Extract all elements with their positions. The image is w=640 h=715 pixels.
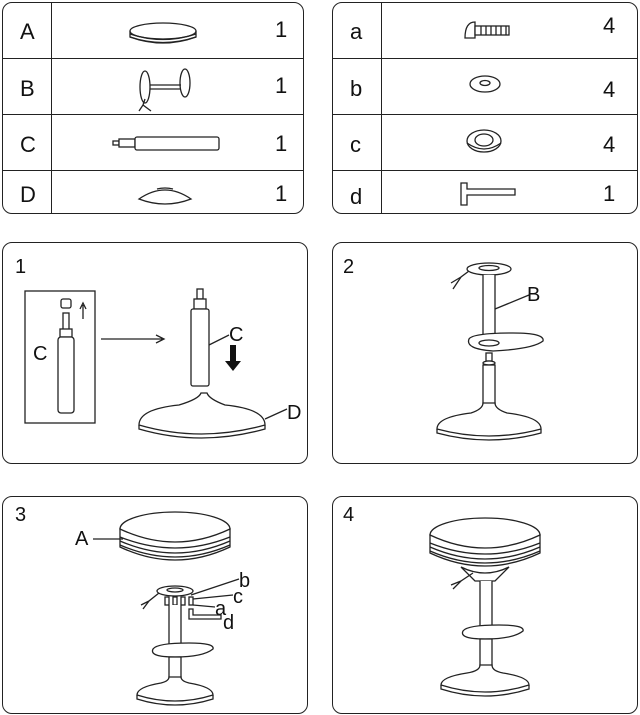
hardware-quantity: 4	[603, 77, 616, 102]
hardware-row-d: d 1	[333, 170, 637, 216]
right-arrow-icon	[101, 334, 166, 344]
gas-cylinder-icon	[112, 136, 220, 151]
bolt-icon	[464, 21, 510, 39]
inset-frame	[24, 290, 96, 424]
hardware-quantity: 4	[603, 132, 616, 157]
flat-washer-leader	[190, 578, 240, 596]
step-2-panel: 2 B	[332, 242, 638, 464]
step-3-illustration: A b c a d	[75, 511, 250, 706]
base-leader	[264, 408, 288, 420]
part-letter: C	[20, 132, 36, 157]
hardware-letter: a	[350, 19, 363, 44]
plate-leader	[494, 294, 530, 310]
spring-washer-icon	[466, 129, 502, 153]
inset-cylinder-callout: C	[33, 343, 47, 365]
parts-row-c: C 1	[3, 114, 303, 171]
parts-row-b: B 1	[3, 58, 303, 115]
up-arrow-icon	[79, 301, 87, 319]
step-number: 4	[343, 504, 355, 526]
seat-plate-footrest-icon	[138, 68, 191, 112]
step-3-panel: 3 A b c a	[2, 496, 308, 714]
cylinder-icon	[190, 288, 210, 387]
step-1-panel: 1 C C	[2, 242, 308, 464]
cylinder-leader	[208, 334, 230, 346]
step-4-panel: 4	[332, 496, 638, 714]
part-quantity: 1	[275, 131, 288, 156]
assembled-stool-icon	[429, 517, 541, 697]
step-number: 2	[343, 256, 355, 278]
column-divider	[51, 3, 52, 213]
part-quantity: 1	[275, 73, 288, 98]
lower-base-icon	[436, 402, 542, 441]
cap-icon	[60, 298, 72, 309]
seat-plate-icon	[450, 262, 544, 352]
hardware-quantity: 1	[603, 181, 616, 206]
cylinder-callout: C	[229, 324, 243, 346]
hardware-row-c: c 4	[333, 114, 637, 171]
step-number: 3	[15, 504, 27, 526]
allen-key-icon	[460, 182, 516, 206]
part-letter: A	[20, 19, 35, 44]
seat-cushion-icon	[129, 22, 197, 44]
step-4-illustration	[429, 517, 541, 697]
plate-callout: B	[527, 284, 540, 306]
hardware-letter: b	[350, 76, 363, 101]
flat-washer-icon	[469, 75, 501, 93]
part-letter: D	[20, 182, 36, 207]
parts-row-d: D 1	[3, 170, 303, 216]
round-base-icon	[137, 187, 193, 205]
lower-cylinder-icon	[482, 352, 496, 414]
seat-cushion-icon	[119, 511, 231, 561]
part-quantity: 1	[275, 17, 288, 42]
step-1-illustration: C C D	[24, 288, 301, 439]
part-letter: B	[20, 76, 35, 101]
spring-washer-callout: c	[233, 586, 243, 608]
step-number: 1	[15, 256, 27, 278]
plate-assembly-icon	[136, 585, 214, 706]
hardware-letter: c	[350, 132, 361, 157]
down-arrow-icon	[225, 345, 241, 371]
base-icon	[138, 392, 266, 439]
base-callout: D	[287, 402, 301, 424]
hardware-row-a: a 4	[333, 3, 637, 58]
inset-cylinder-icon	[57, 312, 75, 414]
parts-row-a: A 1	[3, 3, 303, 58]
allen-key-icon	[188, 608, 222, 620]
parts-table: A 1 B 1 C 1 D 1	[2, 2, 304, 214]
flat-washer-callout: b	[239, 570, 250, 592]
hardware-quantity: 4	[603, 13, 616, 38]
hardware-row-b: b 4	[333, 58, 637, 115]
hardware-table: a 4 b 4 c 4 d 1	[332, 2, 638, 214]
hardware-letter: d	[350, 184, 363, 209]
step-2-illustration: B	[436, 262, 544, 441]
column-divider	[381, 3, 382, 213]
spring-washer-leader	[192, 594, 234, 600]
part-quantity: 1	[275, 181, 288, 206]
key-callout: d	[223, 612, 234, 634]
bolt-leader	[192, 604, 216, 608]
seat-callout: A	[75, 528, 89, 550]
